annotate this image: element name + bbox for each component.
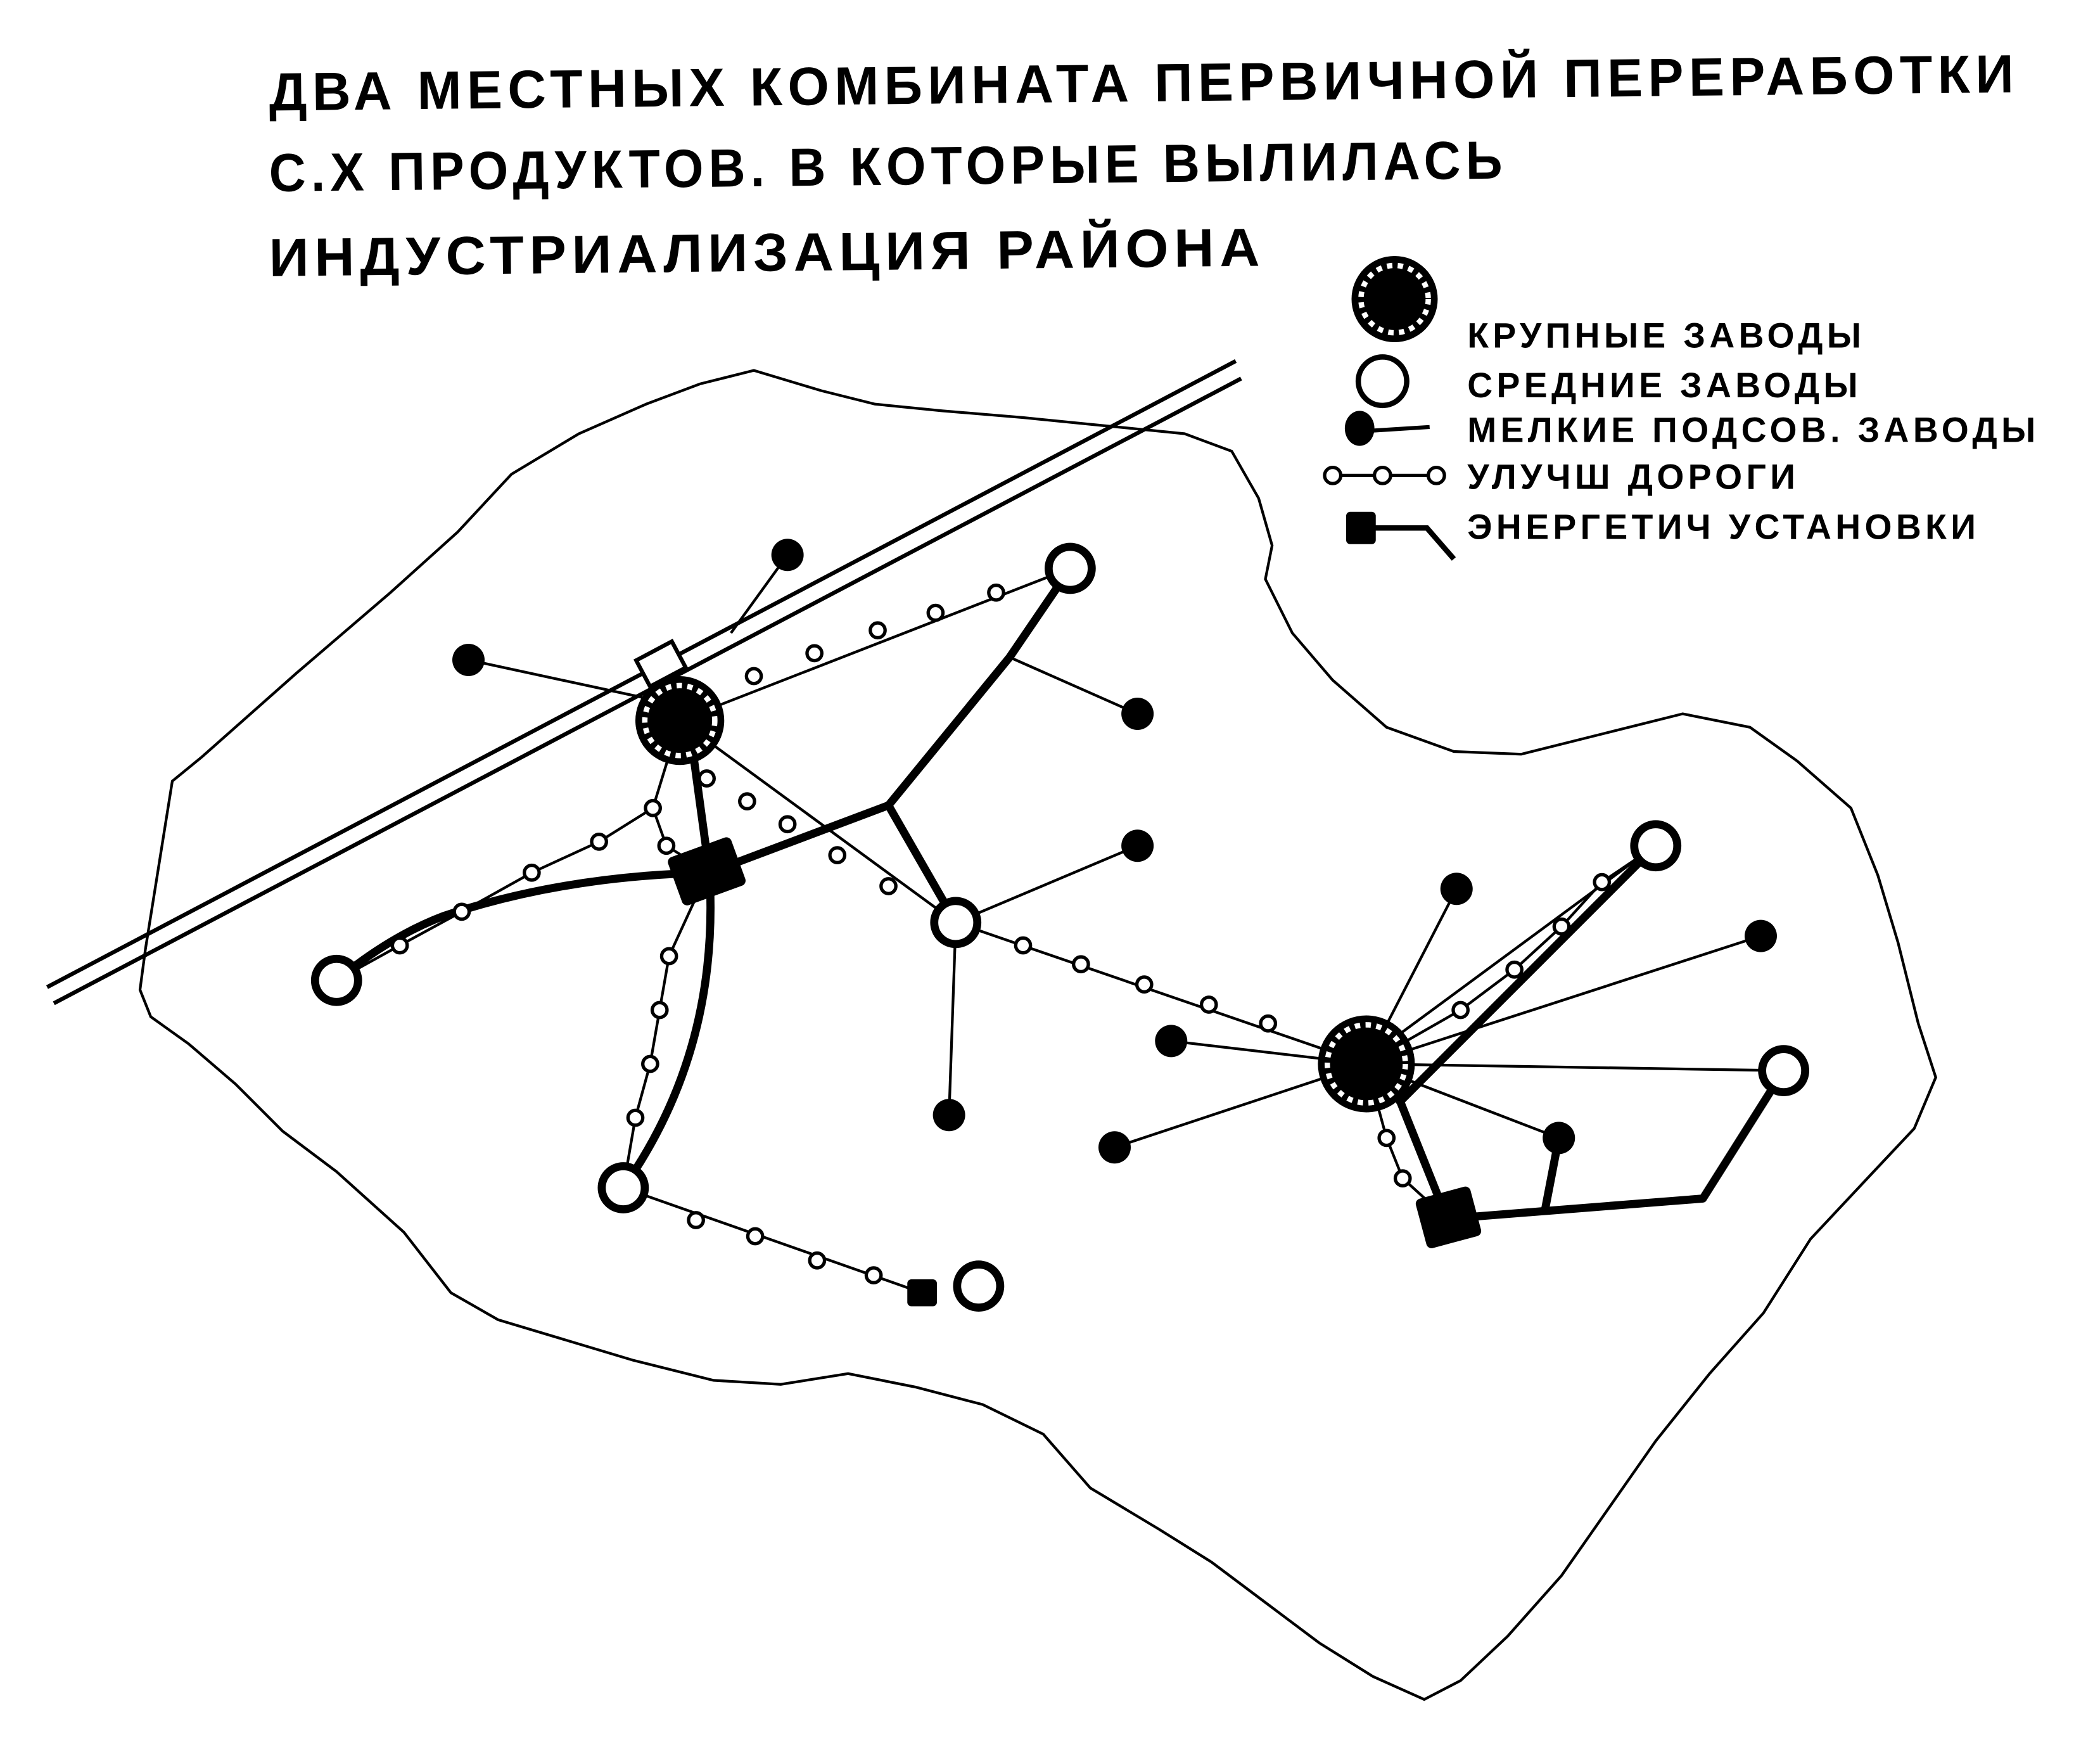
legend-label-large: КРУПНЫЕ ЗАВОДЫ [1467, 316, 1865, 355]
power-plant [907, 1279, 937, 1307]
small-factory [1543, 1122, 1575, 1155]
power-plants [668, 837, 1482, 1307]
medium-factory [930, 897, 982, 949]
legend: КРУПНЫЕ ЗАВОДЫ СРЕДНИЕ ЗАВОДЫ МЕЛКИЕ ПОД… [1323, 256, 2039, 561]
large-factory [1318, 1015, 1415, 1113]
medium-factory [1630, 820, 1682, 872]
large-factory [635, 676, 725, 765]
title-line-3: ИНДУСТРИАЛИЗАЦИЯ РАЙОНА [269, 216, 1265, 288]
medium-factory [597, 1162, 649, 1213]
small-factory [452, 644, 485, 676]
railway-station [633, 638, 689, 689]
legend-label-small: МЕЛКИЕ ПОДСОВ. ЗАВОДЫ [1467, 410, 2039, 449]
medium-factory [310, 954, 362, 1006]
legend-label-power: ЭНЕРГЕТИЧ УСТАНОВКИ [1467, 507, 1980, 546]
improved-roads [336, 567, 1657, 1295]
title-line-2: С.Х ПРОДУКТОВ. В КОТОРЫЕ ВЫЛИЛАСЬ [269, 131, 1508, 203]
legend-label-road: УЛУЧШ ДОРОГИ [1467, 457, 1799, 497]
small-factory-icon [1344, 411, 1430, 446]
power-lines [332, 564, 1788, 1223]
small-factory [1155, 1025, 1188, 1058]
large-factory-icon [1351, 256, 1438, 342]
small-factories [452, 539, 1777, 1164]
medium-factory [1045, 542, 1096, 594]
small-factory [1098, 1131, 1131, 1164]
small-factory [771, 539, 804, 572]
title-line-1: ДВА МЕСТНЫХ КОМБИНАТА ПЕРВИЧНОЙ ПЕРЕРАБО… [269, 43, 2019, 123]
road-markers [390, 583, 1612, 1284]
power-plant [1415, 1186, 1482, 1248]
small-factory [1121, 698, 1154, 730]
power-plant [668, 837, 746, 905]
medium-factories [310, 542, 1809, 1312]
small-factory [1745, 919, 1777, 952]
small-factory [932, 1099, 965, 1132]
small-factory [1121, 829, 1154, 862]
title-block: ДВА МЕСТНЫХ КОМБИНАТА ПЕРВИЧНОЙ ПЕРЕРАБО… [269, 43, 2019, 288]
legend-label-medium: СРЕДНИЕ ЗАВОДЫ [1467, 366, 1862, 405]
railway [46, 359, 1242, 1006]
medium-factory [1758, 1045, 1809, 1096]
medium-factory-icon [1355, 354, 1410, 409]
district-boundary [138, 369, 1938, 1701]
improved-road-icon [1323, 465, 1446, 485]
power-plant-icon [1346, 511, 1456, 561]
medium-factory [953, 1260, 1005, 1312]
small-factory [1440, 873, 1473, 905]
